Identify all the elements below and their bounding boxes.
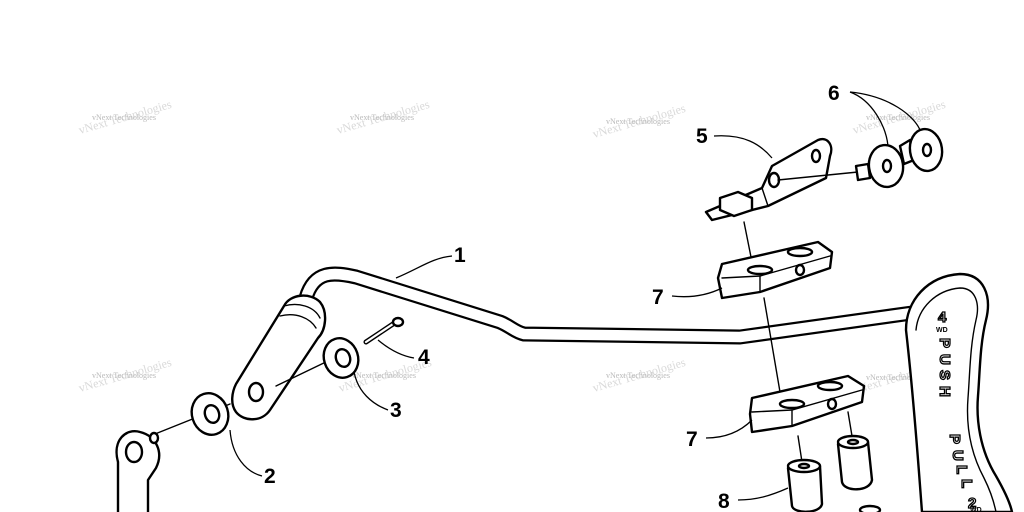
leader-lines: [229, 91, 921, 501]
knob-pull-letter: L: [953, 465, 970, 474]
lower-left-bracket: [115, 430, 161, 512]
rod-clevis-link: [231, 294, 327, 421]
knob-push-letter: U: [936, 354, 953, 365]
callout-5: 5: [696, 125, 708, 148]
callout-8: 8: [718, 490, 730, 512]
axis-line: [847, 411, 853, 437]
axis-line: [743, 221, 753, 263]
watermark-text: vNext Technologies: [352, 371, 416, 380]
washer-part-3: [322, 337, 360, 379]
spacer-block-part-7-lower: [748, 374, 866, 434]
axis-line: [763, 297, 781, 393]
callout-2: 2: [264, 465, 276, 488]
washer-part-2: [190, 392, 230, 436]
watermark-text: vNext Technologies: [866, 113, 930, 122]
spacer-block-part-7-upper: [716, 240, 834, 300]
callout-4: 4: [418, 346, 430, 369]
axis-line: [777, 171, 859, 181]
axis-line: [797, 435, 803, 463]
callout-7-upper: 7: [652, 286, 664, 309]
knob-4-label: 4: [938, 309, 947, 326]
knob-wd-top-label: WD: [936, 327, 948, 334]
knob-pull-letter: L: [958, 479, 975, 488]
shift-knob: 4 WD P U S H P U L L 2 WD: [904, 272, 1014, 512]
screw-head: [854, 162, 872, 182]
hex-nut: [718, 190, 754, 218]
cotter-pin-part-4: [363, 316, 405, 345]
watermark-text: vNext Technologies: [606, 371, 670, 380]
spacers-part-8: [786, 434, 882, 512]
knob-2-label: 2: [968, 495, 976, 512]
callout-1: 1: [454, 244, 466, 267]
washers-part-6: [867, 127, 944, 189]
knob-push-letter: H: [936, 386, 953, 397]
callout-6: 6: [828, 82, 840, 105]
watermark-text: vNext Technologies: [92, 113, 156, 122]
callout-labels: 1 2 3 4 5 6 7 7 8: [264, 82, 840, 512]
watermark-text: vNext Technologies: [606, 117, 670, 126]
watermark-text: vNext Technologies: [92, 371, 156, 380]
watermark-text: vNext Technologies: [350, 113, 414, 122]
knob-push-letter: P: [936, 338, 953, 348]
knob-pull-letter: U: [949, 450, 966, 461]
angle-bracket-part-5: [704, 137, 833, 222]
shift-rod: [298, 266, 920, 345]
callout-3: 3: [390, 399, 402, 422]
watermark-text: vNext Technologies: [866, 373, 930, 382]
knob-wd-bottom-label: WD: [970, 507, 982, 512]
knob-push-letter: S: [936, 370, 953, 380]
axis-line: [275, 359, 331, 387]
callout-7-lower: 7: [686, 428, 698, 451]
knob-pull-letter: P: [946, 434, 963, 444]
